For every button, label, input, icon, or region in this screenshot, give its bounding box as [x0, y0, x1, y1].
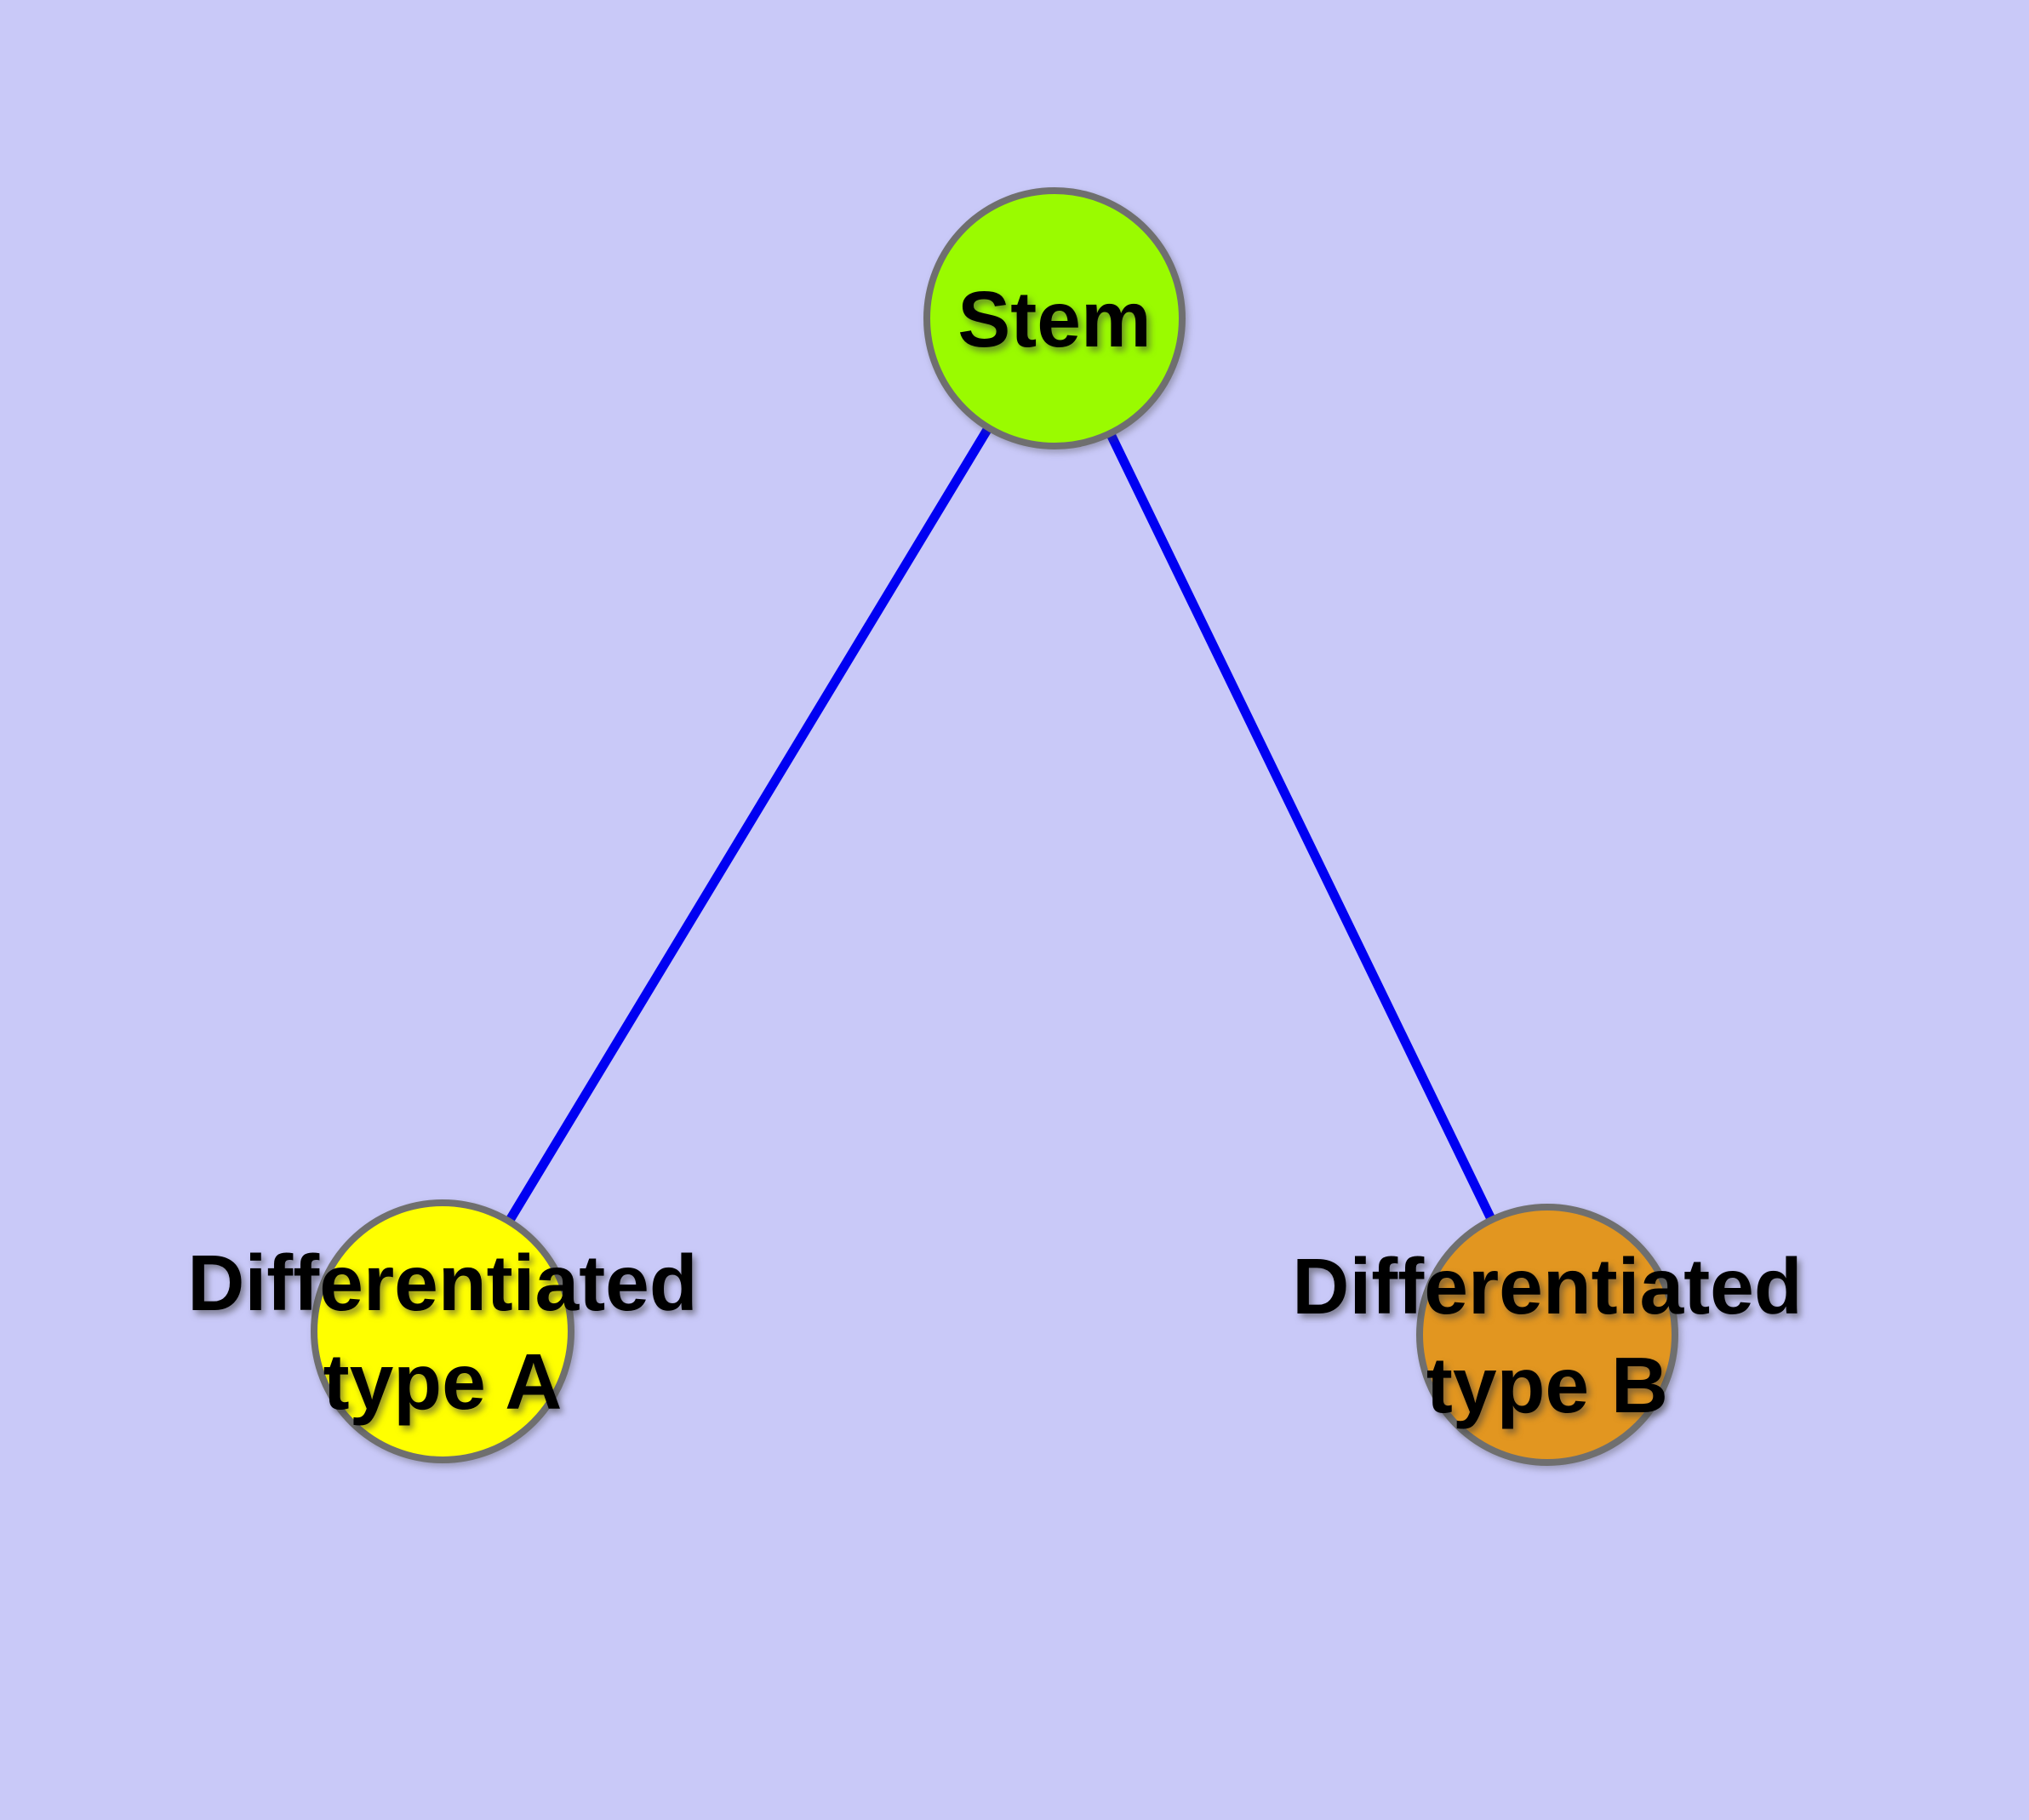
- node-stem-label: Stem: [957, 275, 1151, 363]
- node-stem-circle: [923, 187, 1186, 449]
- edge-stem-differentiated-type-a: [438, 316, 1059, 1334]
- edge-stem-differentiated-type-b: [1050, 316, 1552, 1337]
- node-differentiated-type-b-circle: [1416, 1204, 1678, 1466]
- node-differentiated-type-a-circle: [311, 1199, 574, 1463]
